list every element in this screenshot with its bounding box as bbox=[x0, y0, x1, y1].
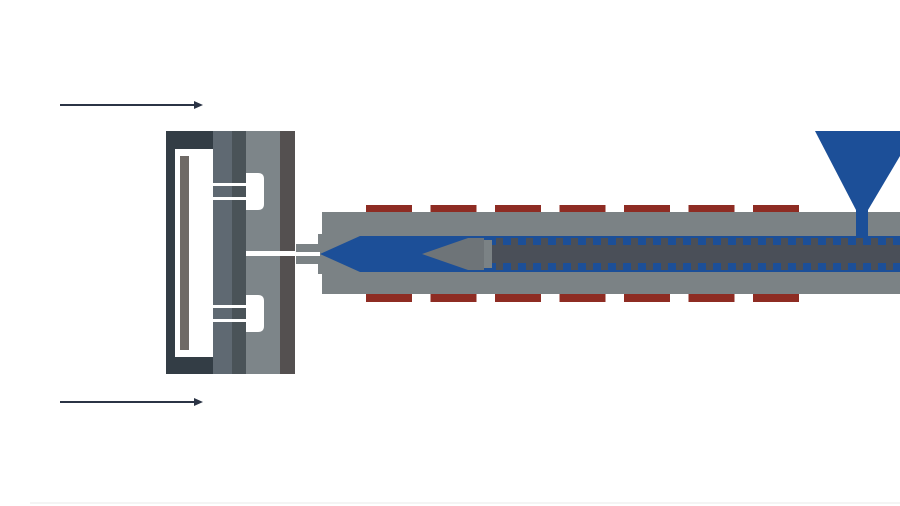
barrel-tip-taper bbox=[322, 212, 380, 294]
screw-flight bbox=[631, 238, 638, 270]
heater-band-bottom bbox=[688, 294, 735, 302]
heater-band-top bbox=[559, 205, 606, 212]
heater-bands bbox=[366, 205, 799, 302]
heater-band-bottom bbox=[366, 294, 412, 302]
screw-flight bbox=[841, 238, 848, 270]
screw-flight bbox=[601, 238, 608, 270]
screw-flight bbox=[826, 238, 833, 270]
screw-flight bbox=[541, 238, 548, 270]
screw-tip bbox=[422, 238, 484, 270]
mold-half-left bbox=[213, 131, 232, 374]
screw-flight bbox=[886, 238, 893, 270]
heater-band-bottom bbox=[559, 294, 606, 302]
heater-band-top bbox=[366, 205, 412, 212]
screw-flight bbox=[721, 238, 728, 270]
screw-flight bbox=[556, 238, 563, 270]
clamp-force-arrow-icon bbox=[60, 398, 203, 406]
screw-flight bbox=[616, 238, 623, 270]
screw-flight bbox=[856, 238, 863, 270]
screw-flight bbox=[496, 238, 503, 270]
screw-flight bbox=[661, 238, 668, 270]
screw-flight bbox=[676, 238, 683, 270]
screw-flight bbox=[781, 238, 788, 270]
heater-band-bottom bbox=[430, 294, 477, 302]
sprue-channel bbox=[246, 251, 318, 256]
heater-band-top bbox=[495, 205, 541, 212]
screw-flight bbox=[736, 238, 743, 270]
heater-band-top bbox=[688, 205, 735, 212]
screw-flight bbox=[646, 238, 653, 270]
screw-flight bbox=[766, 238, 773, 270]
ejector-pins bbox=[189, 183, 249, 322]
heater-band-top bbox=[624, 205, 670, 212]
screw-flight bbox=[691, 238, 698, 270]
heater-band-bottom bbox=[753, 294, 799, 302]
screw-flight bbox=[871, 238, 878, 270]
heater-band-top bbox=[430, 205, 477, 212]
screw-flight bbox=[526, 238, 533, 270]
ejector-plate bbox=[180, 156, 189, 350]
mold-assembly bbox=[166, 131, 318, 374]
check-ring bbox=[484, 240, 492, 268]
screw-flight bbox=[811, 238, 818, 270]
screw-flight bbox=[571, 238, 578, 270]
heater-band-bottom bbox=[624, 294, 670, 302]
screw-flight bbox=[751, 238, 758, 270]
screw-flight bbox=[586, 238, 593, 270]
screw-flight bbox=[511, 238, 518, 270]
heater-band-bottom bbox=[495, 294, 541, 302]
melt-cone bbox=[320, 236, 380, 272]
screw bbox=[422, 238, 900, 270]
mold-half-dark bbox=[232, 131, 246, 374]
heater-band-top bbox=[753, 205, 799, 212]
mold-cavity-top bbox=[246, 173, 264, 210]
screw-flight bbox=[796, 238, 803, 270]
screw-flights bbox=[496, 238, 893, 270]
screw-flight bbox=[706, 238, 713, 270]
hopper-icon bbox=[815, 131, 900, 238]
clamp-force-arrow-icon bbox=[60, 101, 203, 109]
mold-cavity-bottom bbox=[246, 295, 264, 332]
clamp-force-arrows bbox=[60, 101, 203, 406]
